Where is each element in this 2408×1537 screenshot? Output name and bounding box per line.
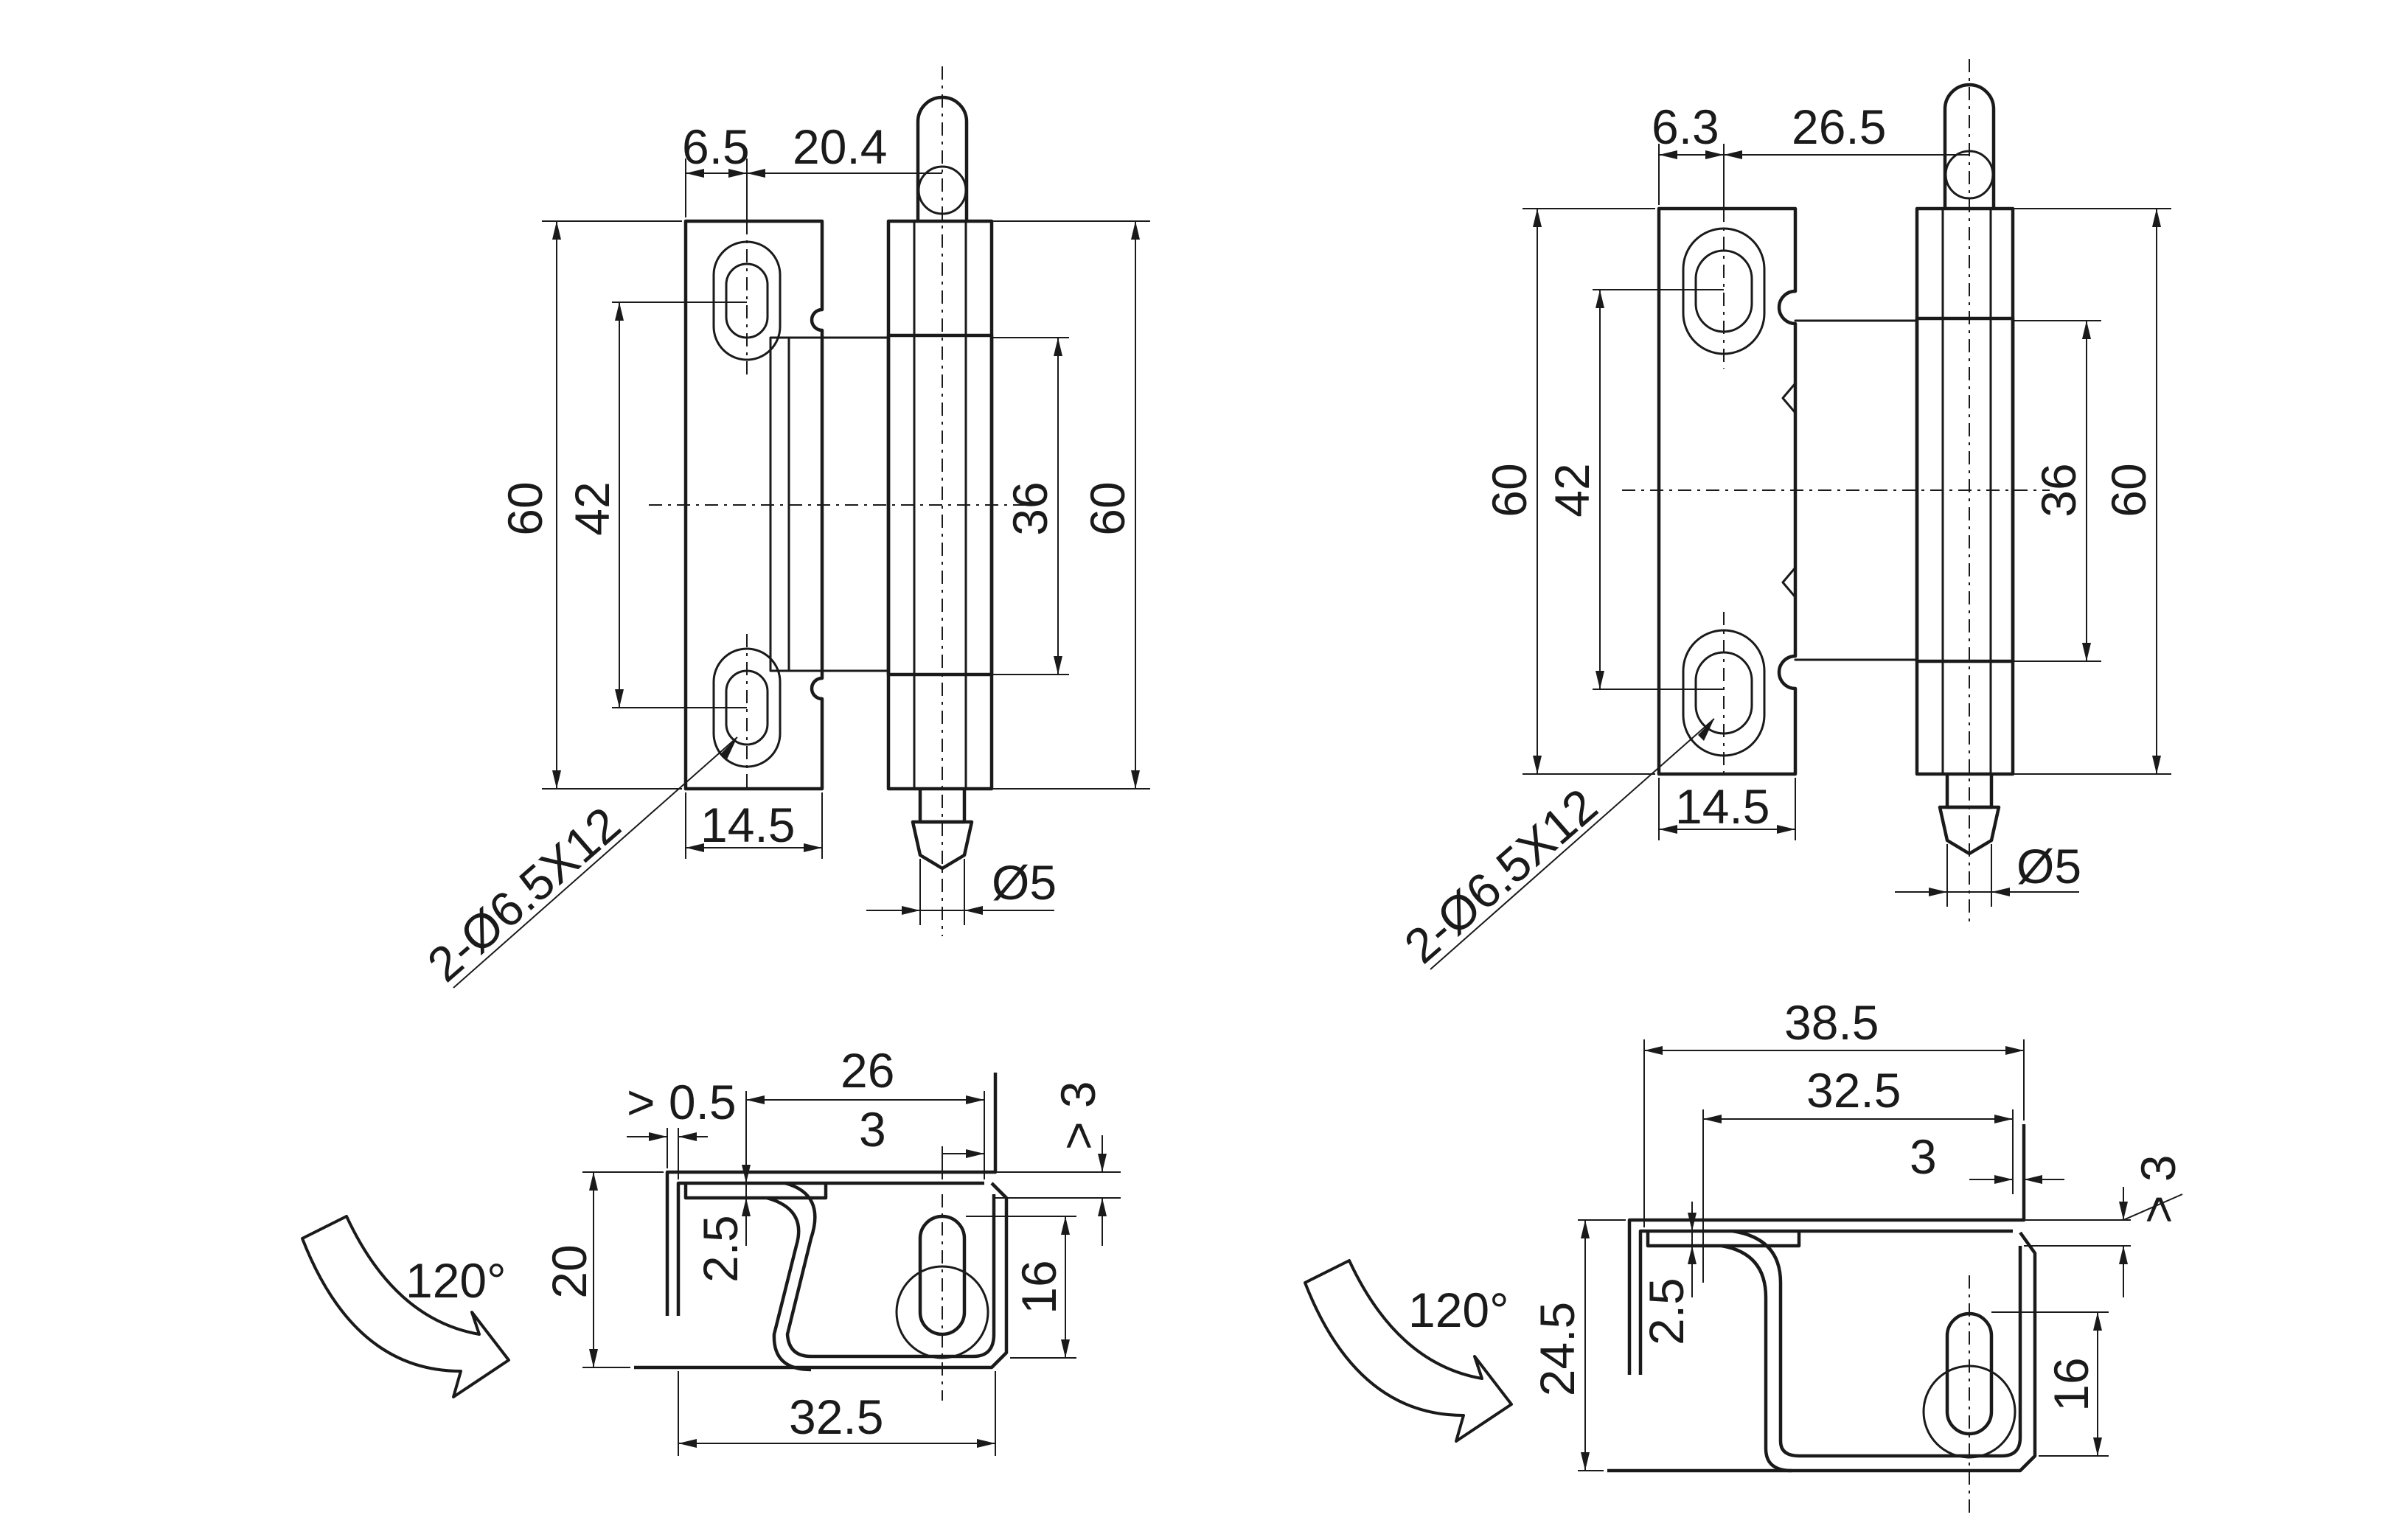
dim-b-leaf-width: 14.5 (1675, 779, 1770, 834)
dim-a-clear: > 3 (1051, 1081, 1105, 1150)
hinge-b-barrel (1915, 206, 2015, 776)
rotation-arrow-a (301, 1215, 510, 1398)
dim-a-leaf-width: 14.5 (700, 798, 795, 852)
angle-b: 120° (1408, 1283, 1509, 1337)
dim-b-inner: 3 (1910, 1129, 1937, 1184)
dim-a-bottom: 32.5 (789, 1390, 883, 1444)
hinge-b-profile (1627, 1124, 2026, 1375)
dim-b-height-left: 60 (1482, 463, 1537, 517)
dim-a-height-left: 60 (498, 481, 552, 535)
dim-a-pin-dia: Ø5 (992, 855, 1057, 910)
hinge-b-side-view: 120° 38.5 32.5 3 > 3 (1304, 995, 2185, 1519)
hinge-a-pin-circle (895, 1265, 989, 1359)
dim-b-overall: 38.5 (1784, 995, 1879, 1050)
dim-a-pin-offset: 20.4 (793, 119, 887, 174)
hinge-a-front-view: 6.5 20.4 60 42 36 60 (417, 66, 1150, 992)
hinge-a-side-view: 120° > 0.5 26 3 > 3 20 (301, 1043, 1121, 1456)
dim-b-height: 24.5 (1530, 1302, 1584, 1396)
hinge-b-pin (1943, 83, 1996, 209)
dim-b-pin-offset: 26.5 (1792, 100, 1886, 154)
dim-a-knuckle: 36 (1003, 481, 1057, 535)
angle-a: 120° (406, 1253, 507, 1308)
hinge-b-web (1794, 319, 1918, 661)
dim-b-height-right: 60 (2101, 463, 2156, 517)
dim-a-height: 20 (542, 1244, 596, 1298)
hinge-b-left-leaf (1657, 206, 1798, 776)
dim-b-left-width: 6.3 (1652, 100, 1719, 154)
hinge-a-profile (665, 1073, 998, 1316)
dim-a-left-width: 6.5 (682, 119, 750, 174)
dim-b-hole-spacing: 42 (1545, 463, 1599, 517)
rotation-arrow-b (1304, 1259, 1513, 1443)
callout-a-holes: 2-Ø6.5X12 (417, 796, 630, 991)
hinge-b-front-view: 6.3 26.5 60 42 36 60 (1394, 59, 2171, 974)
dim-b-top: 32.5 (1806, 1063, 1901, 1118)
dim-a-gap: > 0.5 (627, 1075, 737, 1129)
dim-b-clear: > 3 (2131, 1154, 2185, 1224)
dim-b-pin-dia: Ø5 (2016, 839, 2081, 893)
dim-b-step: 2.5 (1639, 1278, 1694, 1345)
dim-b-knuckle: 36 (2031, 463, 2086, 517)
dim-a-top: 26 (841, 1043, 894, 1098)
callout-b-holes: 2-Ø6.5X12 (1394, 778, 1607, 973)
dim-a-hole-spacing: 42 (565, 481, 619, 535)
dim-a-inner: 3 (859, 1102, 886, 1157)
dim-a-pin-height: 16 (1012, 1260, 1066, 1314)
hinge-a-left-leaf (683, 219, 824, 791)
dim-a-height-right: 60 (1080, 481, 1135, 535)
dim-b-pin-height: 16 (2044, 1357, 2098, 1411)
dim-a-step: 2.5 (693, 1215, 748, 1283)
